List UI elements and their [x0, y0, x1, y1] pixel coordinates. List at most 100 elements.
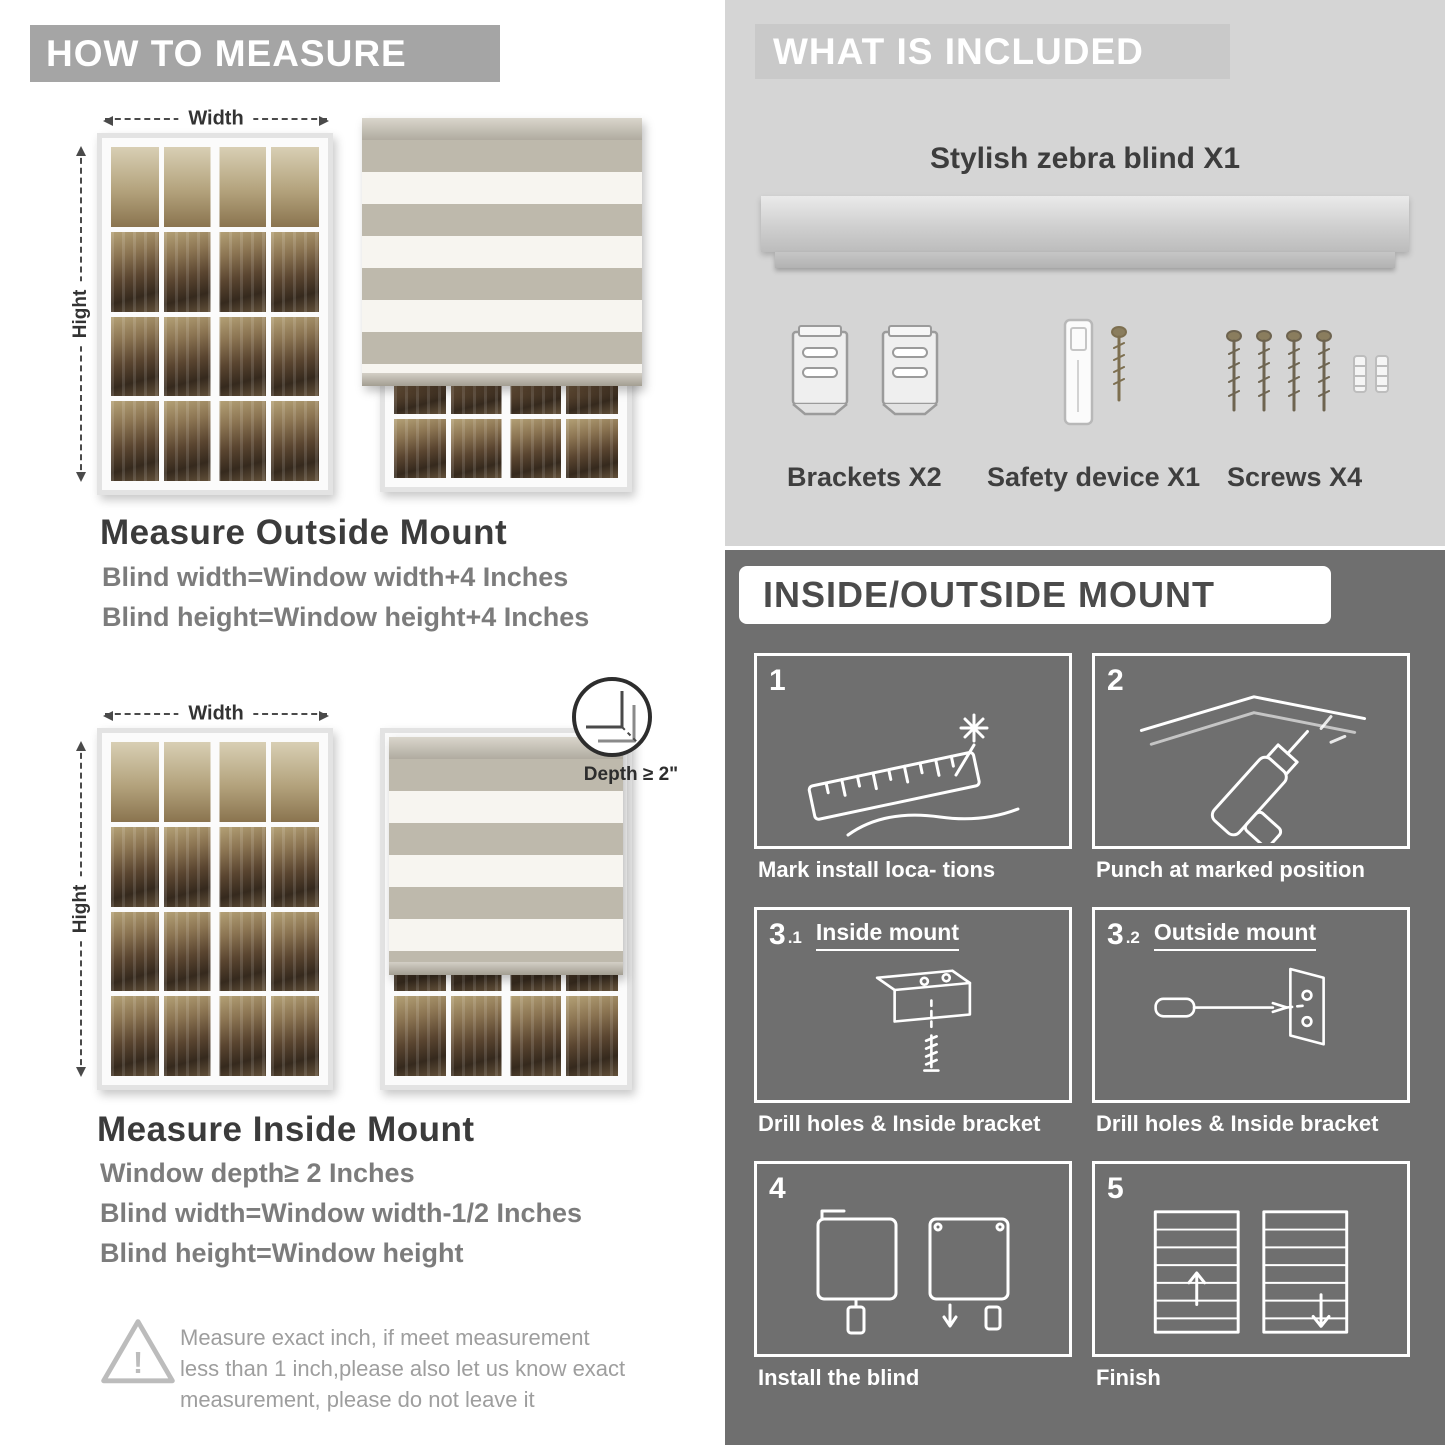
window-pane	[111, 742, 160, 822]
step-caption: Install the blind	[758, 1365, 920, 1390]
step-caption: Mark install loca- tions	[758, 857, 996, 882]
blind-bottom-rail	[362, 373, 642, 386]
mount-instructions-panel: INSIDE/OUTSIDE MOUNT 1 Mark install loca…	[725, 550, 1445, 1445]
window-pane	[111, 401, 160, 481]
step-box-5: 5	[1092, 1161, 1410, 1357]
window-pane	[217, 316, 266, 397]
inside-mount-title: Measure Inside Mount	[97, 1110, 475, 1149]
step-number: 4	[769, 1172, 786, 1205]
step-number: 3	[769, 918, 786, 951]
step-header: 3.2 Outside mount	[1107, 918, 1317, 952]
zebra-blind-illustration-outside	[362, 118, 642, 386]
step-box-3-2: 3.2 Outside mount	[1092, 907, 1410, 1103]
height-label: Hight	[70, 876, 92, 942]
window-pane	[164, 147, 213, 227]
blind-bottom-rail	[389, 962, 623, 975]
height-arrow: Hight	[70, 146, 92, 482]
exclamation-glyph: !	[133, 1346, 143, 1380]
step-sub-number: .1	[787, 928, 802, 947]
step-box-1: 1	[754, 653, 1072, 849]
window-pane	[164, 401, 213, 481]
inside-mount-spec-height: Blind height=Window height	[100, 1238, 464, 1268]
outside-mount-spec-height: Blind height=Window height+4 Inches	[102, 602, 590, 632]
zebra-blind-headrail-illustration	[761, 196, 1409, 268]
depth-label: Depth ≥ 2"	[583, 764, 679, 785]
window-pane	[164, 911, 213, 992]
window-panes	[111, 742, 319, 1076]
step-caption: Punch at marked position	[1096, 857, 1365, 882]
window-pane	[164, 742, 213, 822]
window-pane	[270, 826, 319, 907]
blind-slats	[389, 759, 623, 962]
brackets-icon	[783, 322, 953, 427]
outside-mount-title: Measure Outside Mount	[100, 513, 508, 552]
width-label: Width	[178, 702, 254, 726]
window-panes	[111, 147, 319, 481]
what-is-included-panel: WHAT IS INCLUDED Stylish zebra blind X1	[725, 0, 1445, 546]
window-center-frame	[210, 147, 220, 481]
step-header: 5	[1107, 1172, 1140, 1206]
height-label: Hight	[70, 281, 92, 347]
window-pane	[565, 996, 618, 1076]
step-box-4: 4	[754, 1161, 1072, 1357]
what-is-included-header: WHAT IS INCLUDED	[755, 24, 1230, 79]
depth-magnifier	[572, 677, 652, 757]
window-pane	[164, 316, 213, 397]
window-illustration-inside	[97, 728, 333, 1090]
window-pane	[270, 742, 319, 822]
step-header: 3.1 Inside mount	[769, 918, 959, 952]
window-pane	[111, 316, 160, 397]
window-corner-detail-icon	[586, 691, 639, 744]
outside-mount-spec-width: Blind width=Window width+4 Inches	[102, 562, 569, 592]
zebra-blind-illustration-inside	[389, 737, 623, 975]
step5-finish-illustration	[1095, 1164, 1407, 1354]
how-to-measure-header: HOW TO MEASURE	[30, 25, 500, 82]
measurement-note: Measure exact inch, if meet measurement …	[180, 1325, 626, 1413]
window-pane	[270, 231, 319, 312]
step-sub-number: .2	[1125, 928, 1140, 947]
window-pane	[217, 742, 266, 822]
window-pane	[270, 401, 319, 481]
step-number: 3	[1107, 918, 1124, 951]
step-number: 1	[769, 664, 786, 697]
window-pane	[217, 147, 266, 227]
step-caption: Drill holes & Inside bracket	[758, 1111, 1041, 1136]
step-title: Inside mount	[815, 919, 959, 951]
window-pane	[111, 911, 160, 992]
item-label-screws: Screws X4	[1227, 462, 1363, 492]
step-number: 2	[1107, 664, 1124, 697]
window-pane	[217, 231, 266, 312]
step2-drill-illustration	[1095, 656, 1407, 846]
step-box-2: 2	[1092, 653, 1410, 849]
step1-mark-illustration	[757, 656, 1069, 846]
window-pane	[565, 418, 618, 478]
window-pane	[451, 418, 504, 478]
step-box-3-1: 3.1 Inside mount	[754, 907, 1072, 1103]
window-pane	[217, 996, 266, 1076]
step3-2-outside-bracket-illustration	[1095, 910, 1407, 1100]
item-label-safety-device: Safety device X1	[987, 462, 1201, 492]
step-title: Outside mount	[1153, 919, 1317, 951]
window-pane	[164, 996, 213, 1076]
window-pane	[270, 147, 319, 227]
window-pane	[508, 996, 561, 1076]
window-pane	[270, 316, 319, 397]
step-caption: Finish	[1096, 1365, 1161, 1390]
step-number: 5	[1107, 1172, 1124, 1205]
window-pane	[451, 996, 504, 1076]
window-illustration-outside	[97, 133, 333, 495]
blind-slats	[362, 140, 642, 373]
window-pane	[217, 401, 266, 481]
window-pane	[164, 826, 213, 907]
inside-mount-spec-width: Blind width=Window width-1/2 Inches	[100, 1198, 583, 1228]
window-pane	[270, 996, 319, 1076]
window-pane	[508, 418, 561, 478]
window-pane	[111, 147, 160, 227]
window-pane	[217, 911, 266, 992]
safety-device-icon	[1057, 316, 1147, 433]
width-label: Width	[178, 107, 254, 131]
step-header: 2	[1107, 664, 1140, 698]
height-arrow: Hight	[70, 741, 92, 1077]
step-header: 1	[769, 664, 802, 698]
inside-mount-spec-depth: Window depth≥ 2 Inches	[100, 1158, 415, 1188]
